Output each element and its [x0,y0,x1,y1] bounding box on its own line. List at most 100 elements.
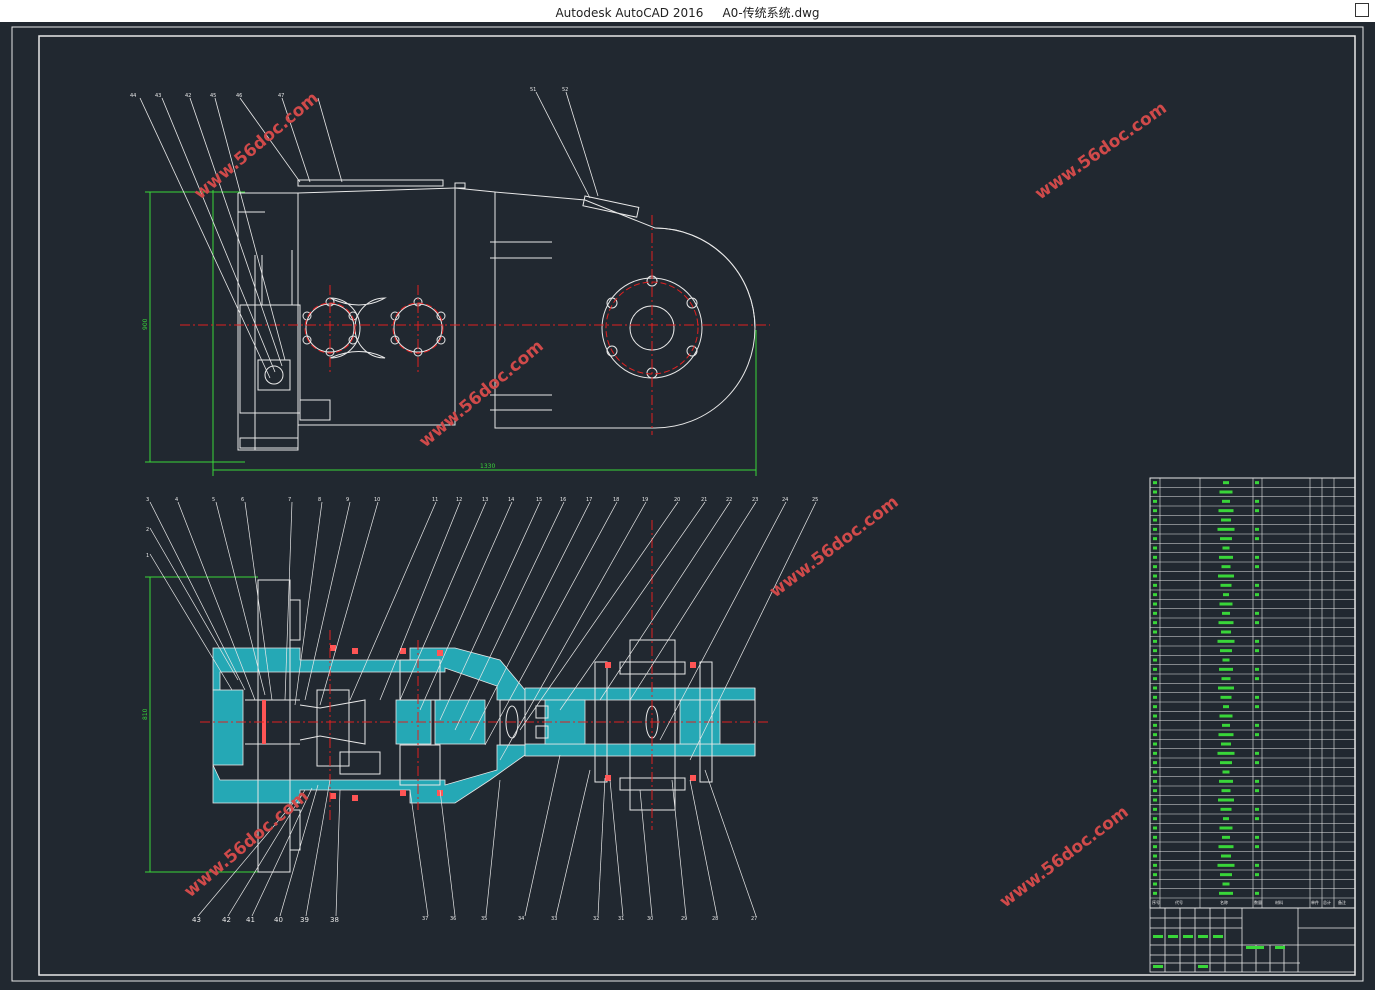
bom-index-mark [1153,714,1157,718]
balloon-label: 31 [618,916,624,922]
bom-index-mark [1153,593,1157,597]
section-balloons-top: 3 4 5 6 7 8 9 10 11 12 13 14 15 16 17 18… [146,497,818,559]
bom-name-mark [1218,798,1234,802]
bom-name-mark [1218,686,1234,690]
top-view-width-label: 1330 [480,463,495,470]
bom-index-mark [1153,761,1157,765]
bom-qty-mark [1255,677,1259,681]
bolt-holes [302,275,698,379]
bom-index-mark [1153,882,1157,886]
section-outlines [245,579,756,873]
bom-name-mark [1219,826,1233,830]
balloon-label: 30 [647,916,653,922]
bom-qty-mark [1255,481,1259,485]
bom-index-mark [1153,686,1157,690]
section-balloons-bottom: 43 42 41 40 39 38 37 36 35 34 33 32 31 3… [192,916,757,924]
balloon-label: 41 [246,916,255,924]
balloon-label: 5 [212,497,215,503]
bom-header-cell: 备注 [1338,899,1346,905]
balloon-label: 12 [456,497,462,503]
bom-index-mark [1153,490,1157,494]
watermark-text: www.56doc.com [180,786,312,902]
bom-index-mark [1153,509,1157,513]
bom-name-mark [1219,602,1233,606]
bom-index-mark [1153,658,1157,662]
bom-name-mark [1222,658,1230,662]
bom-qty-mark [1255,527,1259,531]
bom-name-mark [1221,518,1231,522]
bom-index-mark [1153,789,1157,793]
window-titlebar: Autodesk AutoCAD 2016 A0-传统系统.dwg [0,0,1375,22]
gearbox-housing-outline [237,179,756,451]
drawing-canvas[interactable]: 900 1330 [0,22,1375,990]
bom-qty-mark [1255,891,1259,895]
bom-name-mark [1222,770,1230,774]
window-title: Autodesk AutoCAD 2016 A0-传统系统.dwg [0,4,1375,21]
bom-index-mark [1153,751,1157,755]
balloon-label: 42 [222,916,231,924]
section-centerlines [200,520,770,830]
bom-index-mark [1153,649,1157,653]
bom-header-cell: 代号 [1175,899,1183,905]
balloon-label: 16 [560,497,566,503]
sectioned-housing [212,647,756,804]
balloon-label: 1 [146,553,149,559]
bom-name-mark [1221,565,1231,569]
bom-text-marks [1153,481,1259,895]
bom-qty-mark [1255,537,1259,541]
bom-index-mark [1153,845,1157,849]
balloon-label: 36 [450,916,456,922]
bom-qty-mark [1255,835,1259,839]
bom-name-mark [1218,574,1234,578]
bom-qty-mark [1255,499,1259,503]
top-view-height-label: 900 [142,318,149,330]
balloon-label: 46 [236,93,242,99]
bom-qty-mark [1255,695,1259,699]
bom-name-mark [1222,723,1230,727]
bom-name-mark [1220,649,1232,653]
balloon-label: 11 [432,497,438,503]
bom-name-mark [1218,845,1234,849]
bom-index-mark [1153,611,1157,615]
bom-name-mark [1221,789,1231,793]
bom-name-mark [1220,537,1232,541]
balloon-label: 34 [518,916,524,922]
bom-index-mark [1153,574,1157,578]
balloon-label: 8 [318,497,321,503]
bom-qty-mark [1255,621,1259,625]
bom-index-mark [1153,817,1157,821]
section-height-label: 810 [142,708,149,720]
bom-row-lines [1150,477,1355,899]
bom-name-mark [1217,751,1235,755]
bom-index-mark [1153,481,1157,485]
bom-qty-mark [1255,705,1259,709]
bom-index-mark [1153,546,1157,550]
bom-name-mark [1219,891,1233,895]
bom-index-mark [1153,779,1157,783]
bom-qty-mark [1255,667,1259,671]
balloon-label: 44 [130,93,136,99]
balloon-label: 40 [274,916,283,924]
file-name: A0-传统系统.dwg [722,6,820,20]
balloon-label: 27 [751,916,757,922]
balloon-label: 39 [300,916,309,924]
bom-qty-mark [1255,873,1259,877]
title-block-marks [1153,935,1285,968]
bom-name-mark [1222,835,1230,839]
balloon-label: 9 [346,497,349,503]
close-window-button[interactable] [1355,3,1369,17]
balloon-label: 17 [586,497,592,503]
balloon-label: 29 [681,916,687,922]
bom-name-mark [1217,863,1235,867]
bom-header-cell: 总计 [1323,899,1331,905]
bom-index-mark [1153,677,1157,681]
bom-name-mark [1223,481,1229,485]
bom-index-mark [1153,537,1157,541]
top-view-centerlines [180,215,770,435]
bom-index-mark [1153,555,1157,559]
bom-name-mark [1219,490,1233,494]
bom-name-mark [1220,873,1232,877]
bom-column-lines [1159,478,1335,908]
balloon-label: 51 [530,87,536,93]
bom-name-mark [1219,667,1233,671]
